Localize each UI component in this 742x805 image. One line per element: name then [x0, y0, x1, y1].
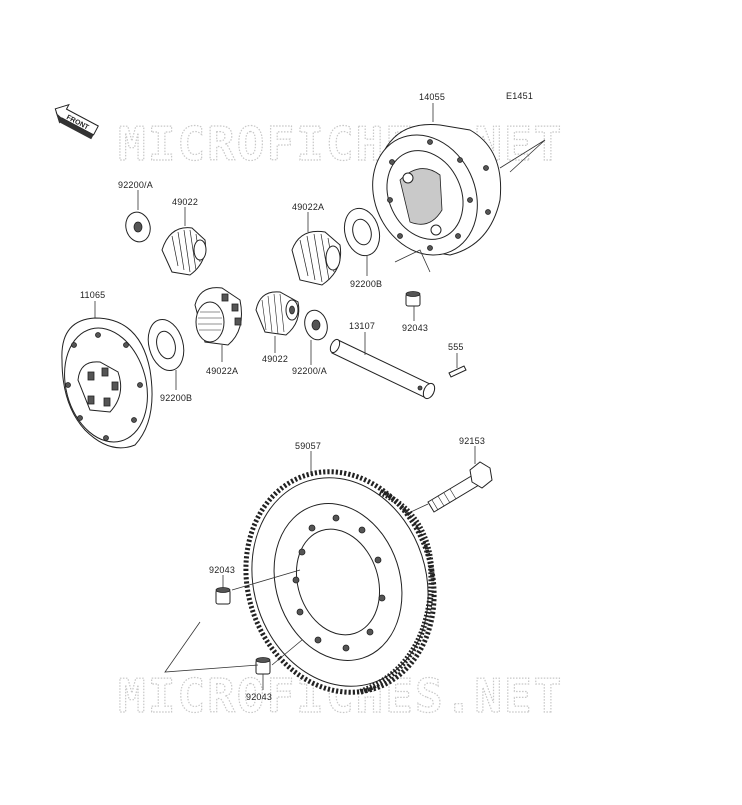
label-92043-top: 92043 [402, 323, 428, 333]
part-92200a-washer-bottom [304, 309, 328, 341]
label-92200a-top: 92200/A [118, 180, 153, 190]
part-14055-differential-case [372, 123, 502, 256]
part-92043-pin-bottom [255, 657, 271, 675]
diagram-code: E1451 [506, 91, 533, 101]
label-92200b-right: 92200B [350, 279, 382, 289]
part-92043-pin-top [405, 291, 421, 307]
label-49022a-top: 49022A [292, 202, 324, 212]
label-92200a-bottom: 92200/A [292, 366, 327, 376]
label-14055: 14055 [419, 92, 445, 102]
label-92200b-left: 92200B [160, 393, 192, 403]
label-555: 555 [448, 342, 464, 352]
part-49022-pinion-gear-top [161, 227, 207, 276]
part-92043-pin-middle [215, 587, 231, 605]
part-13107-pinion-shaft [329, 338, 436, 400]
label-59057: 59057 [295, 441, 321, 451]
part-49022-pinion-gear-bottom [255, 291, 300, 336]
part-49022a-side-gear-top [291, 230, 342, 286]
part-49022a-side-gear-bottom [194, 287, 242, 346]
label-92043-middle: 92043 [209, 565, 235, 575]
label-92043-bottom: 92043 [246, 692, 272, 702]
label-92153: 92153 [459, 436, 485, 446]
front-arrow-icon: FRONT [54, 103, 99, 140]
label-49022a-bottom: 49022A [206, 366, 238, 376]
part-92200b-washer-left [147, 319, 185, 371]
part-92200b-washer-right [343, 207, 381, 257]
part-92153-bolt [427, 461, 493, 513]
label-49022-bottom: 49022 [262, 354, 288, 364]
label-11065: 11065 [80, 290, 105, 300]
label-49022-top: 49022 [172, 197, 198, 207]
part-59057-ring-gear [243, 469, 437, 695]
part-555-pin [448, 365, 467, 378]
part-11065-flange [61, 317, 153, 449]
label-13107: 13107 [349, 321, 375, 331]
part-92200a-washer-top [125, 211, 151, 243]
